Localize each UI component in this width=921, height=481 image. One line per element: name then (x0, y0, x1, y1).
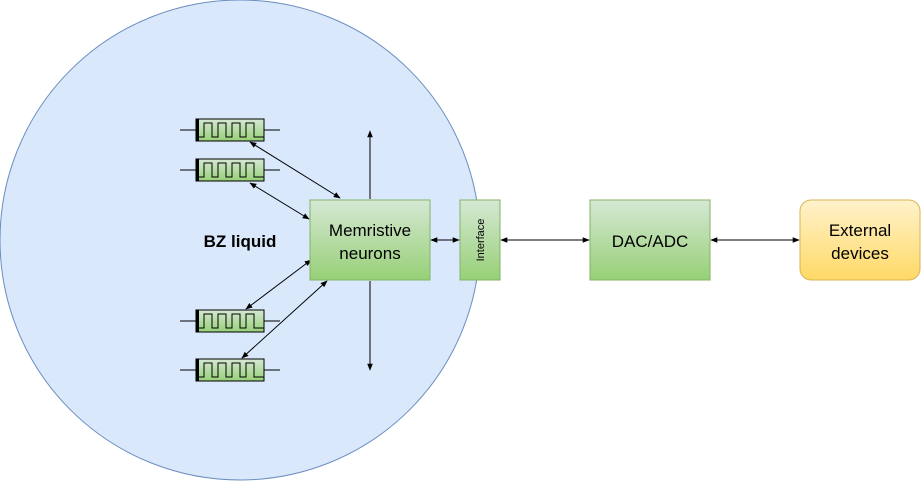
edge-memristor4-neurons[interactable] (241, 280, 328, 359)
edge-memristor1-neurons[interactable] (249, 141, 341, 199)
memristive-neurons-box[interactable] (309, 199, 431, 281)
edge-memristor2-neurons[interactable] (249, 182, 310, 220)
external-devices-box[interactable] (799, 199, 921, 281)
external-devices-label-line1: External (829, 221, 891, 240)
memristor-1[interactable] (180, 118, 280, 142)
memristor-4[interactable] (180, 358, 280, 382)
memristive-neurons-label-line2: neurons (339, 244, 400, 263)
interface-box[interactable] (459, 199, 501, 281)
memristor-2[interactable] (180, 158, 280, 182)
dac-adc-box[interactable] (589, 199, 711, 281)
interface-label: Interface (475, 219, 487, 262)
memristive-neurons-label-line1: Memristive (329, 221, 411, 240)
bz-liquid-label: BZ liquid (204, 232, 277, 251)
dac-adc-label: DAC/ADC (612, 232, 689, 251)
external-devices-label-line2: devices (831, 244, 889, 263)
